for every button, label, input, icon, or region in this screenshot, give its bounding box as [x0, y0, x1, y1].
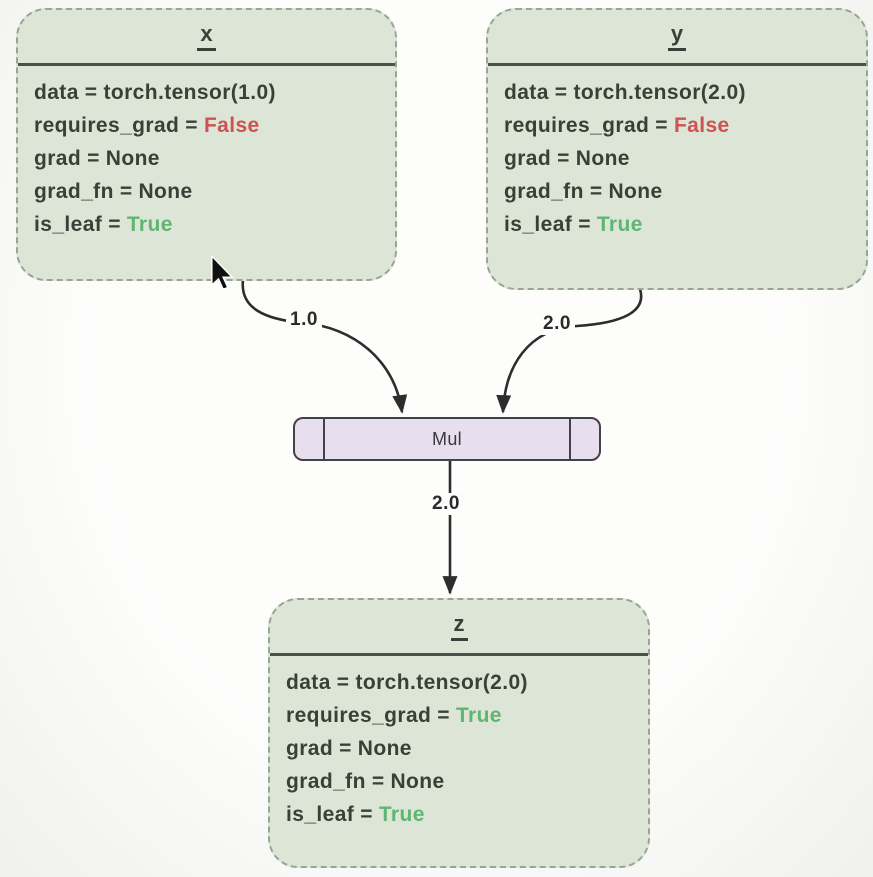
edge-x-to-mul [241, 279, 408, 414]
field-row-data: data=torch.tensor(2.0) [286, 666, 634, 699]
equals-sign: = [554, 81, 568, 104]
field-value: True [126, 213, 173, 236]
field-row-is-leaf: is_leaf=True [286, 798, 634, 831]
field-label: data [504, 81, 549, 104]
node-z-header: z [270, 600, 648, 656]
field-value: False [203, 114, 260, 137]
equals-sign: = [589, 180, 603, 203]
field-label: is_leaf [34, 213, 103, 236]
equals-sign: = [339, 737, 352, 760]
field-label: is_leaf [286, 803, 355, 826]
field-row-is-leaf: is_leaf=True [504, 208, 852, 241]
field-value: torch.tensor(2.0) [573, 81, 746, 104]
field-value: torch.tensor(2.0) [355, 671, 528, 694]
field-value: None [575, 147, 630, 170]
field-value: None [138, 180, 193, 203]
op-left-divider [323, 418, 325, 460]
field-row-is-leaf: is_leaf=True [34, 208, 381, 241]
edge-label-x-input: 1.0 [286, 309, 322, 331]
field-label: requires_grad [286, 704, 432, 727]
field-value: None [357, 737, 412, 760]
field-row-grad: grad=None [504, 142, 852, 175]
op-node-label: Mul [432, 428, 462, 449]
node-z-title: z [450, 612, 468, 641]
field-value: None [608, 180, 663, 203]
op-node-mul: Mul [293, 417, 601, 461]
field-label: is_leaf [504, 213, 573, 236]
equals-sign: = [119, 180, 133, 203]
field-value: True [455, 704, 502, 727]
field-value: True [596, 213, 643, 236]
op-right-divider [569, 418, 571, 460]
field-label: grad_fn [34, 180, 114, 203]
node-y-body: data=torch.tensor(2.0) requires_grad=Fal… [488, 66, 866, 241]
equals-sign: = [655, 114, 668, 137]
field-row-data: data=torch.tensor(1.0) [34, 76, 381, 109]
field-row-grad-fn: grad_fn=None [286, 765, 634, 798]
field-value: torch.tensor(1.0) [103, 81, 276, 104]
node-x-title: x [197, 22, 216, 51]
field-label: requires_grad [504, 114, 650, 137]
field-value: False [673, 114, 730, 137]
field-row-requires-grad: requires_grad=True [286, 699, 634, 732]
field-row-grad-fn: grad_fn=None [504, 175, 852, 208]
equals-sign: = [185, 114, 198, 137]
field-row-grad: grad=None [34, 142, 381, 175]
field-value: True [378, 803, 425, 826]
tensor-node-y: y data=torch.tensor(2.0) requires_grad=F… [486, 8, 868, 290]
node-x-body: data=torch.tensor(1.0) requires_grad=Fal… [18, 66, 395, 241]
node-y-header: y [488, 10, 866, 66]
edge-label-y-input: 2.0 [539, 313, 575, 335]
field-row-grad: grad=None [286, 732, 634, 765]
equals-sign: = [360, 803, 373, 826]
field-label: data [34, 81, 79, 104]
equals-sign: = [336, 671, 350, 694]
node-y-title: y [667, 22, 687, 51]
field-value: None [390, 770, 445, 793]
equals-sign: = [437, 704, 450, 727]
node-x-header: x [18, 10, 395, 66]
equals-sign: = [108, 213, 121, 236]
field-label: requires_grad [34, 114, 180, 137]
field-label: grad [286, 737, 334, 760]
equals-sign: = [87, 147, 100, 170]
edge-label-mul-output: 2.0 [428, 493, 464, 515]
field-label: grad [504, 147, 552, 170]
equals-sign: = [371, 770, 385, 793]
equals-sign: = [84, 81, 98, 104]
field-value: None [105, 147, 160, 170]
field-row-requires-grad: requires_grad=False [504, 109, 852, 142]
tensor-node-x: x data=torch.tensor(1.0) requires_grad=F… [16, 8, 397, 281]
field-label: grad_fn [504, 180, 584, 203]
tensor-node-z: z data=torch.tensor(2.0) requires_grad=T… [268, 598, 650, 868]
field-label: grad [34, 147, 82, 170]
node-z-body: data=torch.tensor(2.0) requires_grad=Tru… [270, 656, 648, 831]
field-label: data [286, 671, 331, 694]
field-row-grad-fn: grad_fn=None [34, 175, 381, 208]
field-label: grad_fn [286, 770, 366, 793]
edge-y-to-mul [496, 288, 643, 414]
field-row-requires-grad: requires_grad=False [34, 109, 381, 142]
field-row-data: data=torch.tensor(2.0) [504, 76, 852, 109]
equals-sign: = [557, 147, 570, 170]
equals-sign: = [578, 213, 591, 236]
